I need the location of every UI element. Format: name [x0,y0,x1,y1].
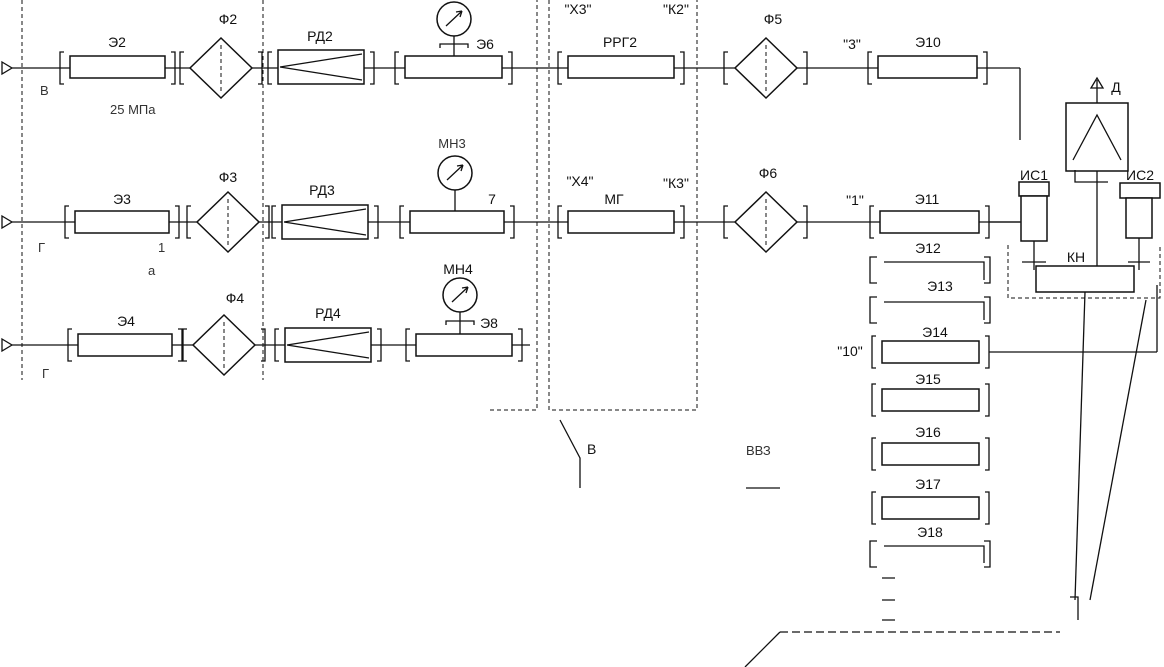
lead-kn [1074,291,1086,601]
sensor-link [1074,170,1108,183]
sensor-is1-cap [1018,181,1050,197]
tag-10: "10" [837,343,863,359]
pipe-e12: Э12 [869,240,991,284]
column-fragment-ticks [882,577,895,621]
label-rd3: РД3 [309,182,335,198]
label-f6: Ф6 [759,165,778,181]
label-kn: КН [1067,249,1085,265]
sensor-is2-cap [1119,182,1161,199]
reducer-rd2: РД2 [267,28,375,85]
label-e10: Э10 [915,34,941,50]
lead-end [1070,596,1079,620]
fragment-row1-a: В [40,83,49,98]
label-f3: Ф3 [219,169,238,185]
label-e6: Э6 [476,36,494,52]
filter-f4: Ф4 [182,290,266,377]
sensor-is1 [1020,195,1048,242]
boundary-control-block [1007,245,1161,299]
pipe-e8: МН4 Э8 [405,261,523,362]
row-1: Э2 Ф2 РД2 Э6 РРГ2 "Х3" "К2 [1,1,1021,151]
pipe-e7: 7 [399,155,515,239]
label-f5: Ф5 [764,11,783,27]
label-is1: ИС1 [1020,167,1048,183]
pipe-e14: "10" Э14 [837,285,1158,369]
boundary-regulator-block [548,0,698,411]
tag-3: "3" [843,36,861,52]
boundary-gauge-block [490,0,538,411]
label-e4: Э4 [117,313,135,329]
pipe-e11: "1" Э11 [846,191,990,239]
label-e15: Э15 [915,371,941,387]
valve-kn [1035,265,1135,293]
tag-x3: "Х3" [564,1,591,17]
label-e17: Э17 [915,476,941,492]
tag-1: "1" [846,192,864,208]
lead-right [1089,299,1147,601]
regulator-mg: МГ "Х4" "К3" [557,173,689,239]
label-e2: Э2 [108,34,126,50]
label-is2: ИС2 [1126,167,1154,183]
label-mn4: МН4 [443,261,473,277]
column-lines: Э12 Э13 "10" Э14 Э15 Э16 Э17 [837,240,1158,621]
tag-k2: "К2" [663,1,689,17]
outlet-icon [1072,113,1122,161]
control-block: Д ИС1 ИС2 КН [989,76,1161,620]
fragment-row2-b: 1 [158,240,165,255]
label-e8: Э8 [480,315,498,331]
callout-leader [559,419,581,488]
fragment-row1-b: 25 МПа [110,102,156,117]
pipe-e16: Э16 [871,424,990,471]
filter-f6: Ф6 [723,165,808,254]
label-outlet-d: Д [1111,79,1121,95]
inlet-arrow-1 [1,60,14,76]
fragment-row2-c: а [148,263,156,278]
pipe-e2: Э2 [59,34,176,85]
regulator-rrg2: РРГ2 "Х3" "К2" [557,1,689,85]
tag-k3: "К3" [663,175,689,191]
arrow-up-icon [1089,76,1105,89]
label-e13: Э13 [927,278,953,294]
sensor-is2 [1125,197,1153,239]
outlet-chamber [1065,102,1129,172]
bottom-leader [744,631,781,667]
label-mg: МГ [604,191,624,207]
filter-f3: Ф3 [186,169,270,254]
callout-b: В [587,441,596,457]
label-f4: Ф4 [226,290,245,306]
inlet-arrow-2 [1,214,14,230]
label-rd2: РД2 [307,28,333,44]
fragment-mn3: МН3 [438,136,465,151]
label-e3: Э3 [113,191,131,207]
reducer-rd3: РД3 [271,182,379,240]
fragment-row3-a: Г [42,366,49,381]
pipe-e6: Э6 [394,1,513,85]
label-rrg2: РРГ2 [603,34,637,50]
pipe-e18: Э18 [869,524,991,568]
label-e11: Э11 [915,191,940,207]
pipe-e3: Э3 [64,191,180,239]
label-e12: Э12 [915,240,941,256]
pipe-e17: Э17 [871,476,990,525]
label-f2: Ф2 [219,11,238,27]
reducer-rd4: РД4 [274,305,382,363]
pipe-e15: Э15 [871,371,990,417]
inlet-arrow-3 [1,337,14,353]
label-rd4: РД4 [315,305,341,321]
filter-f5: Ф5 [723,11,808,100]
label-e16: Э16 [915,424,941,440]
callout-vvz: ВВЗ [746,443,771,458]
label-e7: 7 [488,191,496,207]
fragment-row2-a: Г [38,240,45,255]
pipe-e4: Э4 [67,313,183,362]
row-2: Э3 Ф3 РД3 7 МГ "Х4" "К3" [1,155,1020,278]
pipe-e10: "3" Э10 [843,34,988,85]
label-e18: Э18 [917,524,943,540]
pipe-e13: Э13 [869,278,991,324]
filter-f2: Ф2 [179,11,263,100]
row-3: Э4 Ф4 РД4 МН4 Э8 Г [1,261,530,381]
tag-x4: "Х4" [566,173,593,189]
label-e14: Э14 [922,324,948,340]
